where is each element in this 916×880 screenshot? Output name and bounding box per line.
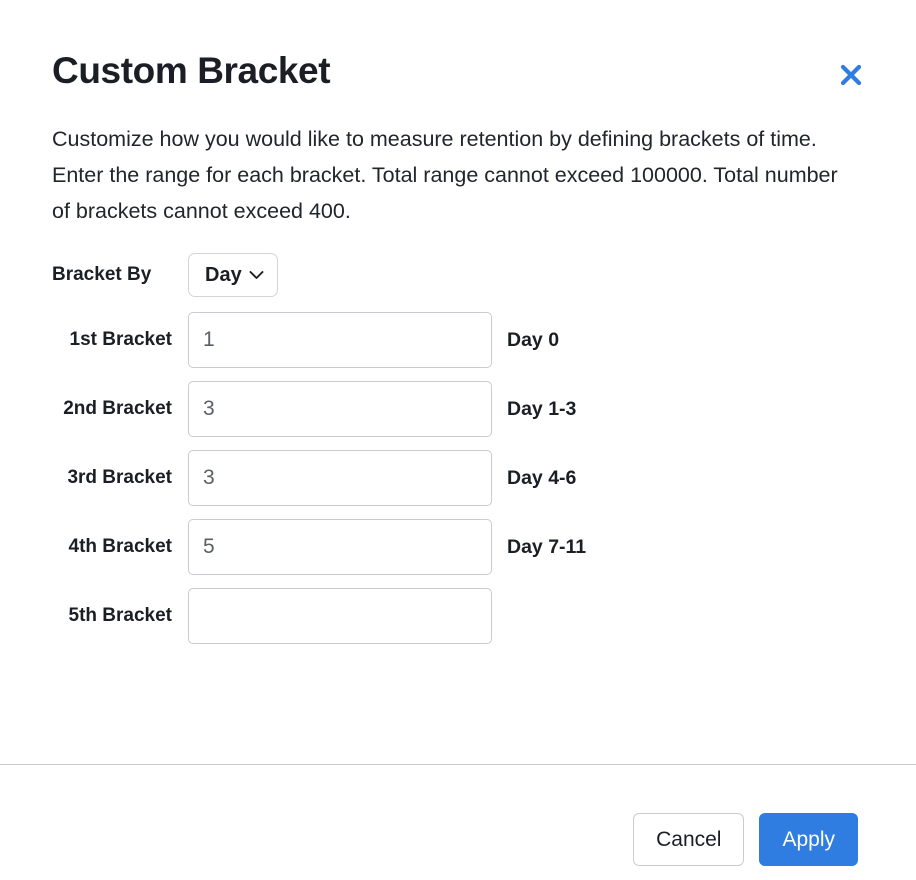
bracket-range-4: Day 7-11 [507, 535, 587, 558]
bracket-input-2[interactable] [188, 381, 492, 437]
bracket-label-1: 1st Bracket [69, 329, 172, 350]
bracket-by-label: Bracket By [52, 264, 152, 285]
bracket-row-5: 5th Bracket [52, 587, 864, 645]
bracket-input-4[interactable] [188, 519, 492, 575]
close-icon [838, 62, 864, 88]
bracket-label-5: 5th Bracket [68, 605, 173, 626]
bracket-label-2: 2nd Bracket [63, 398, 172, 419]
bracket-row-2: 2nd Bracket Day 1-3 [52, 380, 864, 438]
bracket-input-5[interactable] [188, 588, 492, 644]
bracket-input-1[interactable] [188, 312, 492, 368]
apply-button[interactable]: Apply [759, 812, 858, 866]
bracket-row-4: 4th Bracket Day 7-11 [52, 518, 864, 576]
dialog-description: Customize how you would like to measure … [52, 127, 838, 223]
bracket-label-4: 4th Bracket [68, 536, 173, 557]
bracket-label-3: 3rd Bracket [67, 467, 172, 488]
chevron-down-icon [249, 270, 264, 280]
bracket-row-1: 1st Bracket Day 0 [52, 311, 864, 369]
bracket-by-selected-value: Day [205, 263, 242, 286]
dialog-header: Custom Bracket [0, 0, 916, 89]
bracket-form: Bracket By Day 1st Bracket Day 0 2nd Bra… [52, 251, 864, 645]
bracket-range-3: Day 4-6 [507, 466, 577, 489]
bracket-by-row: Bracket By Day [52, 251, 864, 299]
dialog-footer: Cancel Apply [0, 764, 916, 880]
bracket-row-3: 3rd Bracket Day 4-6 [52, 449, 864, 507]
close-button[interactable] [838, 62, 864, 88]
page-title: Custom Bracket [52, 50, 331, 91]
bracket-input-3[interactable] [188, 450, 492, 506]
bracket-range-2: Day 1-3 [507, 397, 577, 420]
dialog-body: Customize how you would like to measure … [0, 89, 916, 764]
bracket-by-select[interactable]: Day [188, 253, 278, 297]
cancel-button[interactable]: Cancel [633, 812, 745, 866]
bracket-range-1: Day 0 [507, 328, 560, 351]
